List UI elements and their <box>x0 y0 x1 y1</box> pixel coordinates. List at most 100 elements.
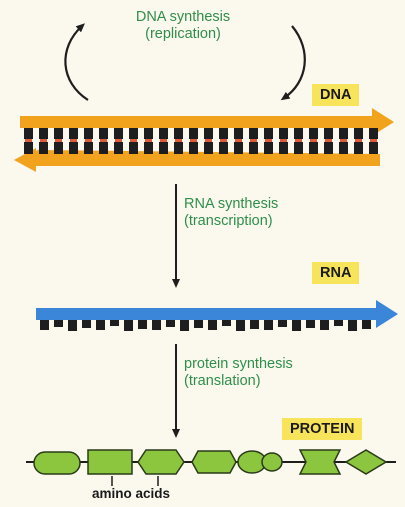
transcription-label-line1: RNA synthesis <box>184 196 278 213</box>
rna-badge: RNA <box>312 262 359 284</box>
dna-base-pair-bond <box>235 139 242 142</box>
dna-base <box>324 142 333 154</box>
dna-base-pair-bond <box>40 139 47 142</box>
rna-base <box>194 320 203 328</box>
dna-base-pair-bond <box>160 139 167 142</box>
dna-base <box>339 128 348 139</box>
dna-base <box>69 128 78 139</box>
dna-base <box>249 128 258 139</box>
rna-base <box>292 320 301 331</box>
rna-base <box>124 320 133 331</box>
rna-base <box>54 320 63 327</box>
amino-acid-hexagon <box>138 450 184 474</box>
rna-base <box>278 320 287 327</box>
dna-base-pair-bond <box>355 139 362 142</box>
dna-base <box>54 128 63 139</box>
dna-base-pair-bond <box>145 139 152 142</box>
protein-chain <box>26 450 396 486</box>
dna-base <box>234 128 243 139</box>
dna-base <box>174 128 183 139</box>
dna-base <box>354 142 363 154</box>
rna-base <box>264 320 273 330</box>
dna-base <box>69 142 78 154</box>
translation-label-line1: protein synthesis <box>184 356 293 373</box>
rna-base <box>362 320 371 329</box>
amino-acid-capsule <box>34 452 80 474</box>
dna-base <box>294 128 303 139</box>
dna-base-pair-bond <box>115 139 122 142</box>
dna-base <box>84 142 93 154</box>
dna-base <box>144 142 153 154</box>
dna-base-pair-bond <box>265 139 272 142</box>
rna-base <box>334 320 343 326</box>
rna-base <box>236 320 245 331</box>
rna-base <box>152 320 161 330</box>
replication-label-line2: (replication) <box>108 26 258 43</box>
rna-strand <box>36 300 398 331</box>
protein-badge: PROTEIN <box>282 418 362 440</box>
amino-acid-rectangle <box>88 450 132 474</box>
dna-base <box>114 128 123 139</box>
dna-base <box>129 128 138 139</box>
dna-base <box>24 142 33 154</box>
dna-base <box>189 128 198 139</box>
dna-base-pair-bond <box>70 139 77 142</box>
dna-base-pair-bond <box>295 139 302 142</box>
dna-base <box>279 128 288 139</box>
dna-base <box>369 128 378 139</box>
dna-base <box>99 128 108 139</box>
dna-base <box>114 142 123 154</box>
dna-base <box>39 128 48 139</box>
amino-acid-bowtie <box>300 450 340 474</box>
amino-acids-label: amino acids <box>92 486 170 501</box>
dna-base-pair-bond <box>325 139 332 142</box>
translation-label-line2: (translation) <box>184 373 293 390</box>
dna-base-pair-bond <box>130 139 137 142</box>
rna-base <box>180 320 189 331</box>
dna-base <box>39 142 48 154</box>
dna-base-pair-bond <box>310 139 317 142</box>
dna-base <box>189 142 198 154</box>
replication-label: DNA synthesis (replication) <box>108 9 258 43</box>
dna-base-pair-bond <box>340 139 347 142</box>
transcription-label: RNA synthesis (transcription) <box>184 196 278 230</box>
rna-base <box>306 320 315 328</box>
dna-base-pair-bond <box>205 139 212 142</box>
rna-base <box>222 320 231 326</box>
dna-base <box>129 142 138 154</box>
dna-base <box>204 142 213 154</box>
transcription-label-line2: (transcription) <box>184 213 278 230</box>
dna-base <box>159 142 168 154</box>
dna-base-pair-bond <box>100 139 107 142</box>
dna-base-pair-bond <box>370 139 377 142</box>
dna-base-pair-bond <box>55 139 62 142</box>
dna-base <box>369 142 378 154</box>
dna-bottom-strand-body <box>36 154 380 166</box>
dna-base-pair-bond <box>250 139 257 142</box>
rna-base <box>166 320 175 327</box>
dna-base <box>174 142 183 154</box>
dna-base <box>234 142 243 154</box>
dna-base <box>219 142 228 154</box>
dna-base <box>279 142 288 154</box>
dna-base-pair-bond <box>85 139 92 142</box>
dna-base <box>24 128 33 139</box>
dna-base-pair-bond <box>220 139 227 142</box>
replication-label-line1: DNA synthesis <box>108 9 258 26</box>
rna-base <box>348 320 357 331</box>
dna-base <box>204 128 213 139</box>
rna-base <box>138 320 147 329</box>
dna-base-pair-bond <box>280 139 287 142</box>
dna-base <box>99 142 108 154</box>
dna-base <box>84 128 93 139</box>
rna-base <box>208 320 217 330</box>
dna-base-pair-bond <box>175 139 182 142</box>
rna-base <box>320 320 329 330</box>
rna-base <box>110 320 119 326</box>
translation-label: protein synthesis (translation) <box>184 356 293 390</box>
dna-base <box>219 128 228 139</box>
dna-base <box>339 142 348 154</box>
dna-base <box>354 128 363 139</box>
amino-acid-hexagon <box>192 451 236 473</box>
dna-badge: DNA <box>312 84 359 106</box>
